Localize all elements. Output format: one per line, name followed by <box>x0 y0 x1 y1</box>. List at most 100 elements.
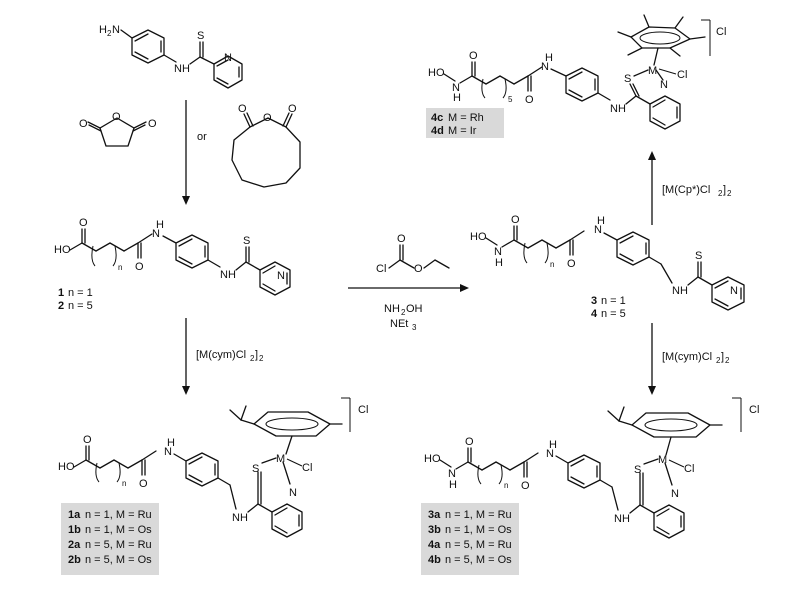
amide-n-br: N <box>546 448 554 460</box>
amide-n-3: N <box>594 224 602 236</box>
label-3b-text: n = 1, M = Os <box>445 524 512 536</box>
label-4b-text: n = 5, M = Os <box>445 554 512 566</box>
reagent-cym-right: [M(cym)Cl <box>662 351 712 363</box>
label-1a: 1a <box>68 509 81 521</box>
hydroxamic-ho-br: HO <box>424 453 441 465</box>
label-2-text: n = 5 <box>68 300 93 312</box>
label-3a: 3a <box>428 509 441 521</box>
reagent-cp-sub2: 2 <box>727 189 732 198</box>
label-4c: 4c <box>431 112 443 124</box>
acid-ho-bl: HO <box>58 461 75 473</box>
amide-n-bl: N <box>164 446 172 458</box>
hydroxamic-o-4c: O <box>469 50 478 62</box>
cyclic-anhydride: O O O <box>231 103 301 188</box>
anhydride-o-left: O <box>79 118 88 130</box>
label-4a: 4a <box>428 539 441 551</box>
reagent-net3-sub: 3 <box>412 323 417 332</box>
amide-h-4c: H <box>545 52 553 64</box>
cyclic-o-ring: O <box>263 112 272 124</box>
amide-h: H <box>156 219 164 231</box>
thioamide-nh-3: NH <box>672 285 688 297</box>
label-3b: 3b <box>428 524 441 536</box>
amine-2-sub: 2 <box>107 29 112 38</box>
pyridine-ring <box>213 55 243 89</box>
pyridine-n: N <box>224 52 232 64</box>
cymene-ring-br <box>631 412 711 438</box>
reagent-nh2oh-sub: 2 <box>401 308 406 317</box>
cyclic-o-right: O <box>288 103 297 115</box>
arrow-head-down-right <box>648 386 656 395</box>
label-4c-text: M = Rh <box>448 112 484 124</box>
metal-n-4c: N <box>660 79 668 91</box>
label-2a: 2a <box>68 539 81 551</box>
amide-n: N <box>152 228 160 240</box>
arrow-head-right <box>460 284 469 292</box>
amide-h-bl: H <box>167 437 175 449</box>
reagent-cym-right-close: ] <box>721 351 724 363</box>
thioamide-nh-1: NH <box>220 269 236 281</box>
chain-n-sub-bl: n <box>122 479 126 488</box>
reagent-cym-right-sub2: 2 <box>725 356 730 365</box>
hydroxamic-h-br: H <box>449 479 457 491</box>
pyridine-n-3: N <box>730 285 738 297</box>
cyclic-o-left: O <box>238 103 247 115</box>
amide-h-3: H <box>597 215 605 227</box>
hydroxamic-o-br: O <box>465 436 474 448</box>
amide-o-3: O <box>567 258 576 270</box>
chain-n-sub: n <box>118 263 122 272</box>
reagent-cp-sub: 2 <box>718 189 723 198</box>
reagent-cp-close: ] <box>723 184 726 196</box>
counter-cl-4c: Cl <box>716 26 726 38</box>
chain-n-sub-3: n <box>550 260 554 269</box>
hydroxamic-n-br: N <box>448 468 456 480</box>
amide-n-4c: N <box>541 61 549 73</box>
reagent-cym-left-sub2: 2 <box>259 354 264 363</box>
reagent-cym-right-sub: 2 <box>716 356 721 365</box>
arrow-head-up <box>648 151 656 160</box>
metal-n-bl: N <box>289 487 297 499</box>
hydroxamic-h-3: H <box>495 257 503 269</box>
label-4d: 4d <box>431 125 444 137</box>
thioamide-nh-4c: NH <box>610 103 626 115</box>
compound-1a-2b: HO O n O N H NH S M N <box>58 397 368 538</box>
metal-m-4c: M <box>648 65 657 77</box>
amide-h-br: H <box>549 439 557 451</box>
label-1: 1 <box>58 287 64 299</box>
acid-o-bl: O <box>83 434 92 446</box>
amide-o-br: O <box>521 480 530 492</box>
chain-5-sub: 5 <box>508 95 513 104</box>
arrow-head-1 <box>182 196 190 205</box>
reagent-nh2oh-tail: OH <box>406 303 423 315</box>
label-box-1a-2b <box>61 503 159 575</box>
hydroxamic-h-4c: H <box>453 92 461 104</box>
cymene-ring-bl <box>253 411 331 437</box>
hydroxamic-ho-4c: HO <box>428 67 445 79</box>
label-1a-text: n = 1, M = Ru <box>85 509 152 521</box>
starting-material: H 2 N NH S N <box>99 24 243 89</box>
reagent-cym-left-sub: 2 <box>250 354 255 363</box>
anhydride-o-ring: O <box>112 111 121 123</box>
compound-3-4: HO N H O n O N H NH S <box>470 214 745 311</box>
succinic-anhydride: O O O <box>79 111 157 147</box>
compound-1-2: HO O n O N H NH S N <box>54 217 291 296</box>
label-3: 3 <box>591 295 597 307</box>
label-1b: 1b <box>68 524 81 536</box>
reagent-nh2oh: NH <box>384 303 400 315</box>
metal-s-4c: S <box>624 73 631 85</box>
chloroformate-o-ester: O <box>414 263 423 275</box>
thione-s-3: S <box>695 250 702 262</box>
thioamide-nh-br: NH <box>614 513 630 525</box>
label-3-text: n = 1 <box>601 295 626 307</box>
metal-s-bl: S <box>252 463 259 475</box>
label-box-4c-4d <box>426 108 504 138</box>
hydroxamic-ho-3: HO <box>470 231 487 243</box>
anhydride-o-right: O <box>148 118 157 130</box>
label-2a-text: n = 5, M = Ru <box>85 539 152 551</box>
metal-cl-br: Cl <box>684 463 694 475</box>
hydroxamic-o-3: O <box>511 214 520 226</box>
counter-cl-br: Cl <box>749 404 759 416</box>
thione-s-1: S <box>243 235 250 247</box>
amide-o-4c: O <box>525 94 534 106</box>
amide-o: O <box>135 261 144 273</box>
